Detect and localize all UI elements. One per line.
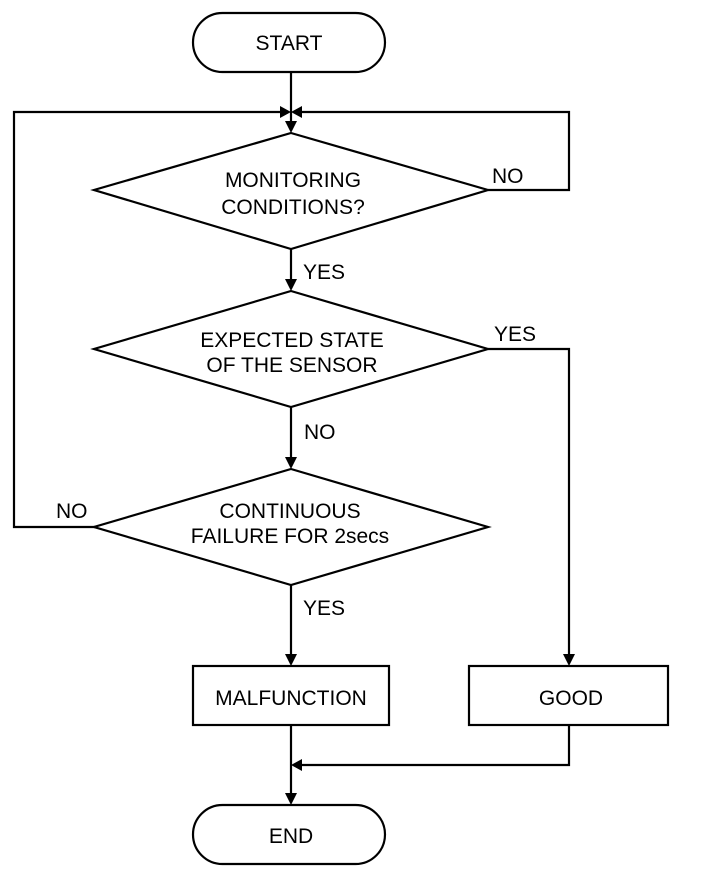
decision-failure-line2: FAILURE FOR 2secs [191, 525, 389, 548]
decision-expected-line2: OF THE SENSOR [206, 354, 377, 377]
start-terminal [191, 11, 387, 74]
good-label: GOOD [539, 687, 603, 710]
arrowhead-end [285, 793, 297, 805]
arrowhead-left-merge [280, 106, 291, 118]
connector-monitoring-no-loop [302, 110, 571, 192]
end-terminal [191, 803, 387, 866]
decision-monitoring-line1: MONITORING [225, 169, 361, 192]
connector-good-to-end [302, 725, 571, 767]
arrowhead-join [291, 759, 302, 771]
arrowhead-good [563, 654, 575, 666]
failure-yes-label: YES [303, 597, 345, 620]
failure-no-label: NO [56, 500, 88, 523]
arrowhead-monitoring [285, 121, 297, 133]
arrowhead-expected [285, 279, 297, 291]
connector-failure-no-loop [12, 110, 280, 529]
expected-no-label: NO [304, 421, 336, 444]
decision-monitoring-line2: CONDITIONS? [221, 196, 365, 219]
arrowhead-right-merge [291, 106, 302, 118]
arrowhead-failure [285, 457, 297, 469]
end-label: END [269, 825, 313, 848]
monitoring-yes-label: YES [303, 261, 345, 284]
arrowhead-malfunction [285, 654, 297, 666]
connector-expected-yes-to-good [488, 347, 571, 655]
malfunction-label: MALFUNCTION [215, 687, 367, 710]
expected-yes-label: YES [494, 323, 536, 346]
start-label: START [256, 32, 323, 55]
decision-failure-line1: CONTINUOUS [219, 500, 360, 523]
monitoring-no-label: NO [492, 165, 524, 188]
decision-expected-line1: EXPECTED STATE [200, 329, 384, 352]
good-box [467, 664, 670, 727]
